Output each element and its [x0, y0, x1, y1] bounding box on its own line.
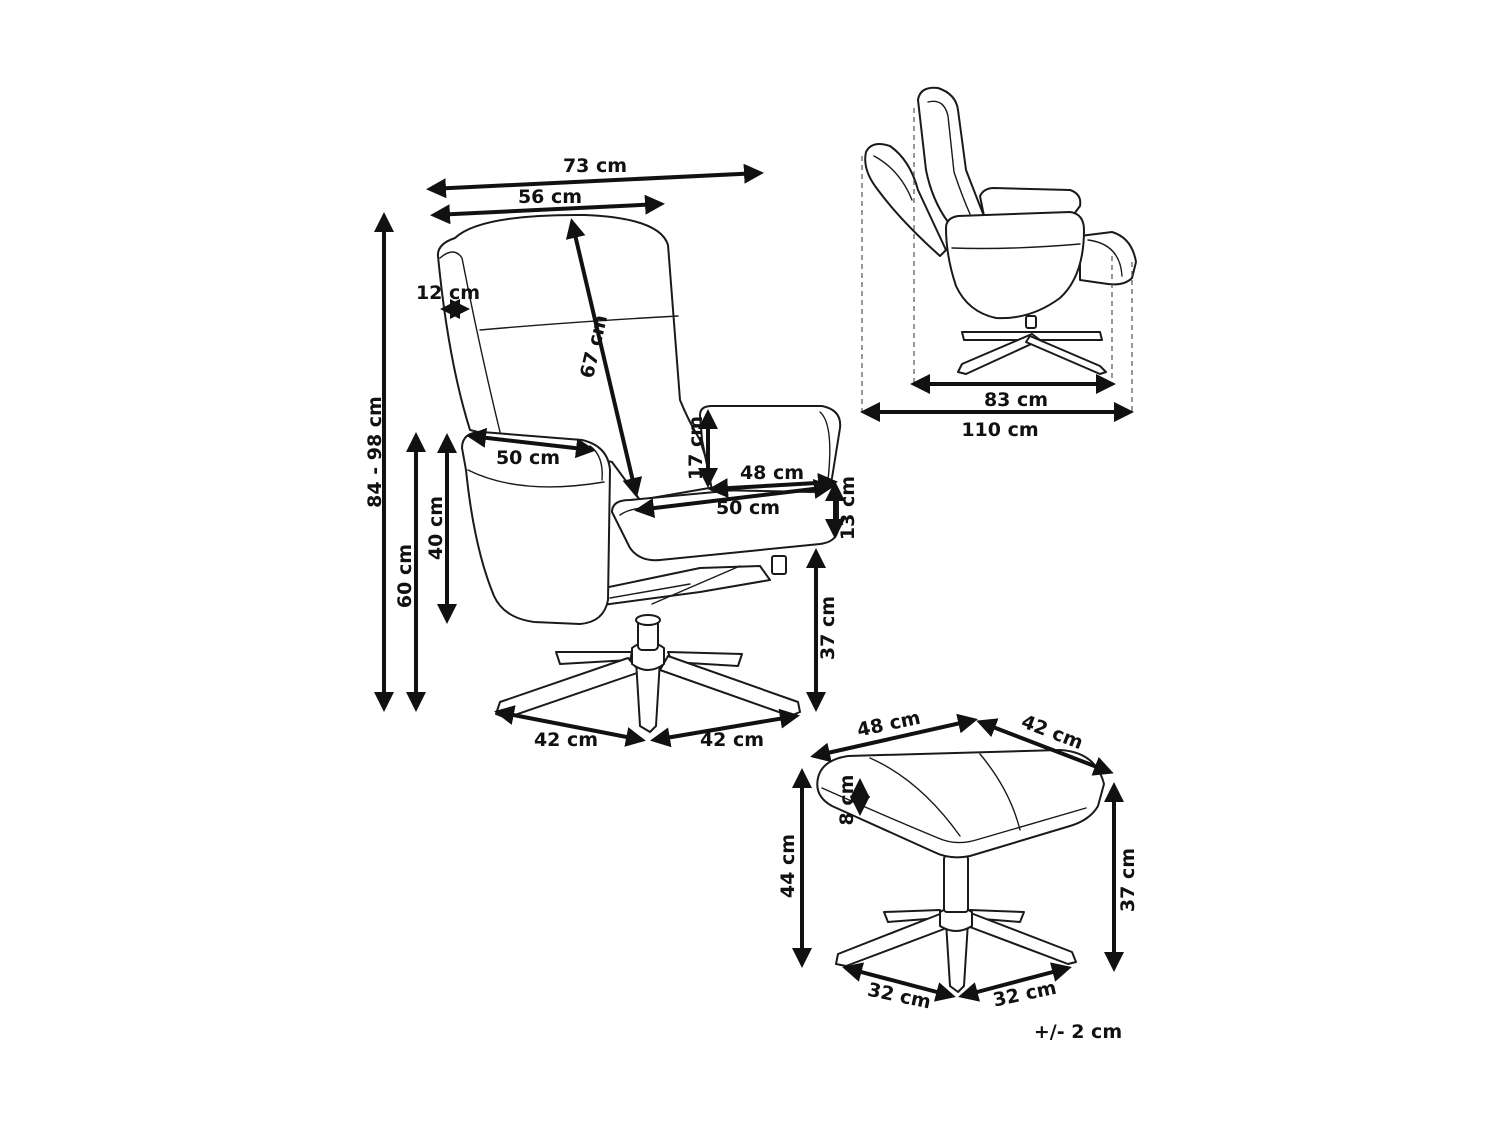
- footstool-view: 48 cm 42 cm 8 cm 44 cm 37 cm 32 cm 32 cm: [777, 707, 1139, 1014]
- label-footstool-leg-right: 32 cm: [991, 977, 1058, 1012]
- label-backrest-width: 56 cm: [518, 186, 582, 208]
- dim-line-footstool-depth: [976, 718, 1114, 776]
- label-footstool-width: 48 cm: [855, 707, 922, 742]
- dim-line-footstool-width: [810, 713, 978, 763]
- label-armrest-height: 60 cm: [394, 544, 416, 608]
- tolerance-note: +/- 2 cm: [1034, 1021, 1122, 1043]
- label-footstool-height: 37 cm: [1117, 848, 1139, 912]
- armchair-front-view: 73 cm 56 cm 12 cm 67 cm 84 - 98 cm 60 cm…: [364, 155, 859, 751]
- label-seat-thickness: 13 cm: [837, 476, 859, 540]
- label-seat-depth: 50 cm: [716, 497, 780, 519]
- dim-line-chair-width: [426, 163, 764, 199]
- dim-line-backrest-height: [565, 218, 643, 498]
- label-side-depth-reclined: 110 cm: [961, 419, 1038, 441]
- dim-line-footstool-leg-right: [958, 962, 1072, 1002]
- label-seat-height: 37 cm: [817, 596, 839, 660]
- label-footstool-cushion: 8 cm: [836, 775, 858, 826]
- label-armrest-depth: 50 cm: [496, 447, 560, 469]
- dim-line-armrest-depth: [466, 427, 596, 459]
- chair-base: [495, 614, 801, 733]
- label-chair-width: 73 cm: [563, 155, 627, 177]
- label-armrest-above-seat: 17 cm: [685, 416, 707, 480]
- dim-line-seat-depth: [634, 478, 834, 519]
- label-base-leg-left: 42 cm: [534, 729, 598, 751]
- label-seat-width: 48 cm: [740, 462, 804, 484]
- dim-line-backrest-width: [430, 194, 665, 225]
- label-base-leg-right: 42 cm: [700, 729, 764, 751]
- label-footstool-leg-left: 32 cm: [866, 979, 933, 1014]
- dim-line-footstool-leg-left: [842, 962, 956, 1002]
- label-armrest-side-height: 40 cm: [425, 496, 447, 560]
- label-back-side-depth: 12 cm: [416, 282, 480, 304]
- dim-line-base-leg-right: [650, 708, 800, 748]
- label-total-height: 84 - 98 cm: [364, 396, 386, 508]
- label-side-depth: 83 cm: [984, 389, 1048, 411]
- armchair-side-view: 83 cm 110 cm: [860, 86, 1137, 441]
- label-footstool-total-height: 44 cm: [777, 834, 799, 898]
- dim-line-base-leg-left: [494, 705, 646, 747]
